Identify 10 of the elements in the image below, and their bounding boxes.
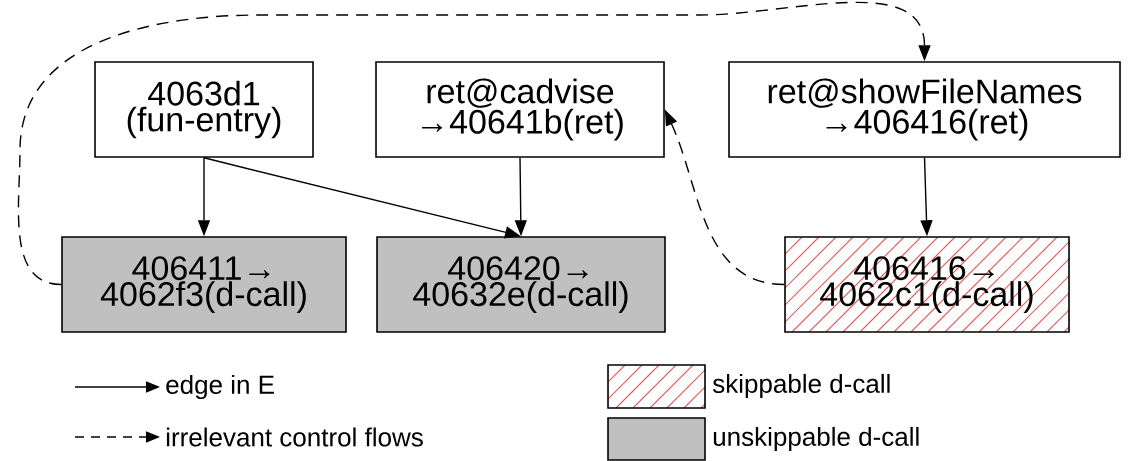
process-box: 4063d1 (fun-entry): [94, 61, 314, 158]
legend-label: edge in E: [166, 374, 274, 400]
process-box: 406420→ 40632e(d-call): [376, 236, 666, 333]
legend-label: unskippable d-call: [713, 426, 919, 452]
process-box: 406411→ 4062f3(d-call): [61, 236, 347, 333]
arrow: [17, 1, 931, 286]
legend-label: skippable d-call: [712, 373, 890, 399]
process-box: ret@cadvise →40641b(ret): [375, 61, 665, 158]
process-box: ret@showFileNames →406416(ret): [728, 61, 1121, 158]
legend-label: irrelevant control flows: [166, 427, 423, 447]
